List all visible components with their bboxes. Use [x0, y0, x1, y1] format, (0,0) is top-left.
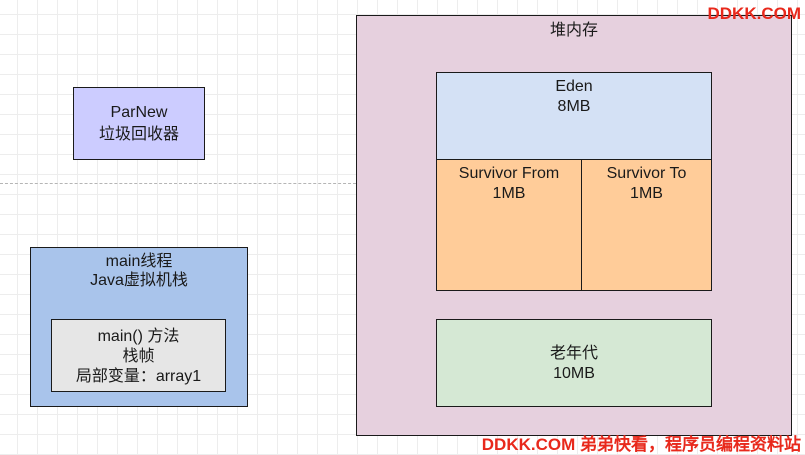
old-gen-box[interactable]: 老年代 10MB	[436, 319, 712, 407]
old-gen-name: 老年代	[549, 345, 598, 362]
survivor-to-name: Survivor To	[606, 165, 687, 182]
watermark-top: DDKK.COM	[707, 4, 802, 23]
parnew-box[interactable]: ParNew 垃圾回收器	[73, 87, 205, 160]
eden-size: 8MB	[557, 98, 591, 115]
survivor-to-box[interactable]: Survivor To 1MB	[581, 159, 712, 291]
thread-name: main线程	[105, 253, 173, 270]
parnew-name: ParNew	[110, 104, 168, 121]
divider-line	[0, 183, 356, 184]
survivor-from-name: Survivor From	[458, 165, 560, 182]
frame-kind: 栈帧	[122, 348, 155, 365]
parnew-type: 垃圾回收器	[98, 126, 179, 143]
survivor-from-size: 1MB	[492, 185, 526, 202]
thread-stack: Java虚拟机栈	[90, 272, 188, 289]
eden-box[interactable]: Eden 8MB	[436, 72, 712, 160]
heap-title: 堆内存	[549, 22, 598, 39]
watermark-bottom: DDKK.COM 弟弟快看，程序员编程资料站	[481, 435, 801, 454]
survivor-to-size: 1MB	[630, 185, 663, 202]
survivor-from-box[interactable]: Survivor From 1MB	[436, 159, 582, 291]
old-gen-size: 10MB	[553, 365, 595, 382]
frame-method: main() 方法	[97, 328, 180, 345]
frame-var: 局部变量：array1	[75, 368, 202, 385]
eden-name: Eden	[555, 78, 593, 95]
stack-frame-box[interactable]: main() 方法 栈帧 局部变量：array1	[51, 319, 226, 392]
